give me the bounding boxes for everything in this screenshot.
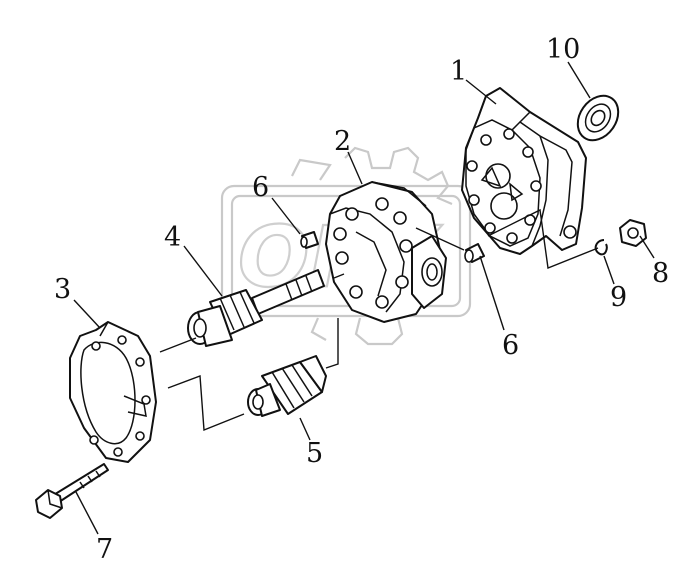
part-4-drive-gear-shaft	[187, 269, 325, 347]
part-6-dowel-pin-right	[464, 243, 485, 263]
leader-1	[465, 79, 497, 105]
callout-6-right: 6	[502, 330, 519, 361]
leader-6-right	[479, 255, 505, 331]
leader-10	[567, 61, 591, 99]
leader-lines	[73, 61, 655, 535]
callout-6-left: 6	[252, 172, 269, 203]
part-3-rear-cover	[69, 321, 157, 463]
part-1-pump-cover	[461, 87, 587, 255]
part-2-gear-housing	[325, 181, 447, 323]
callout-1: 1	[450, 56, 467, 87]
callout-7: 7	[96, 534, 113, 565]
callout-2: 2	[334, 126, 351, 157]
callout-4: 4	[164, 222, 181, 253]
part-6-dowel-pin-left	[300, 231, 319, 249]
leader-6-left	[271, 197, 301, 235]
callout-labels: 1 2 3 4 5 6 6 7 8 9 10	[54, 34, 669, 565]
leader-8	[639, 235, 655, 259]
callout-10: 10	[546, 34, 580, 65]
part-7-bolt	[35, 463, 109, 519]
leader-7	[75, 491, 99, 535]
assembly-center-lines	[159, 208, 599, 432]
part-10-bearing	[576, 94, 620, 142]
part-9-washer	[594, 239, 608, 256]
leader-2	[347, 151, 363, 185]
part-5-driven-gear	[247, 355, 327, 417]
leader-5	[299, 417, 311, 441]
part-8-nut	[619, 219, 647, 247]
leader-3	[73, 299, 101, 329]
callout-5: 5	[306, 438, 323, 469]
callout-9: 9	[610, 282, 627, 313]
callout-8: 8	[652, 258, 669, 289]
leader-4	[183, 245, 223, 297]
callout-3: 3	[54, 274, 71, 305]
leader-9	[603, 255, 615, 285]
